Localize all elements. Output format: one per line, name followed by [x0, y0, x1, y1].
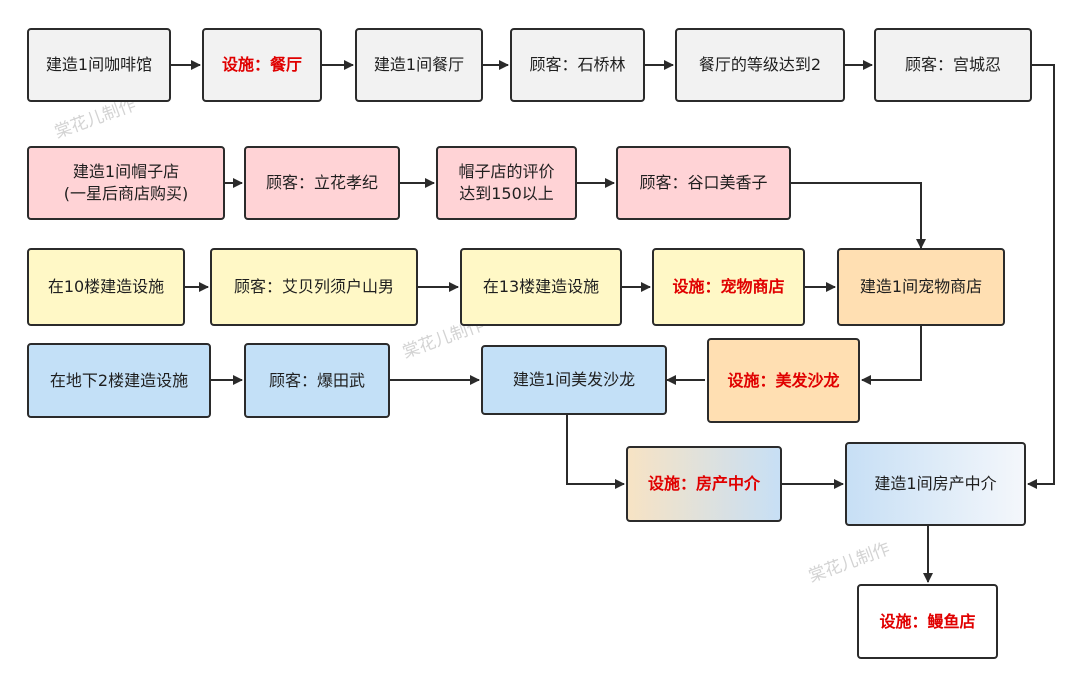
- step-restaurant-level: 餐厅的等级达到2: [675, 28, 845, 102]
- step-build-hair-salon: 建造1间美发沙龙: [481, 345, 667, 415]
- facility-hair-salon: 设施：美发沙龙: [707, 338, 860, 423]
- step-hat-shop-rating: 帽子店的评价 达到150以上: [436, 146, 577, 220]
- edge-n15-n19: [861, 326, 922, 385]
- customer-ebesu: 顾客：艾贝列须户山男: [210, 248, 418, 326]
- step-build-cafe: 建造1间咖啡馆: [27, 28, 171, 102]
- customer-bakuda: 顾客：爆田武: [244, 343, 390, 418]
- customer-miyagi: 顾客：宫城忍: [874, 28, 1032, 102]
- edge-n6-n21: [1027, 64, 1055, 489]
- customer-taniguchi: 顾客：谷口美香子: [616, 146, 791, 220]
- facility-real-estate: 设施：房产中介: [626, 446, 782, 522]
- step-build-hat-shop: 建造1间帽子店 (一星后商店购买): [27, 146, 225, 220]
- edge-n18-n20: [566, 415, 625, 489]
- step-build-restaurant: 建造1间餐厅: [355, 28, 483, 102]
- customer-ishibashi: 顾客：石桥林: [510, 28, 645, 102]
- step-build-13f: 在13楼建造设施: [460, 248, 622, 326]
- customer-tachibana: 顾客：立花孝纪: [244, 146, 400, 220]
- step-build-10f: 在10楼建造设施: [27, 248, 185, 326]
- facility-eel-shop: 设施：鳗鱼店: [857, 584, 998, 659]
- step-build-pet-shop: 建造1间宠物商店: [837, 248, 1005, 326]
- step-build-real-estate: 建造1间房产中介: [845, 442, 1026, 526]
- facility-restaurant: 设施：餐厅: [202, 28, 322, 102]
- edge-n10-n15: [791, 182, 926, 249]
- facility-pet-shop: 设施：宠物商店: [652, 248, 805, 326]
- step-build-b2f: 在地下2楼建造设施: [27, 343, 211, 418]
